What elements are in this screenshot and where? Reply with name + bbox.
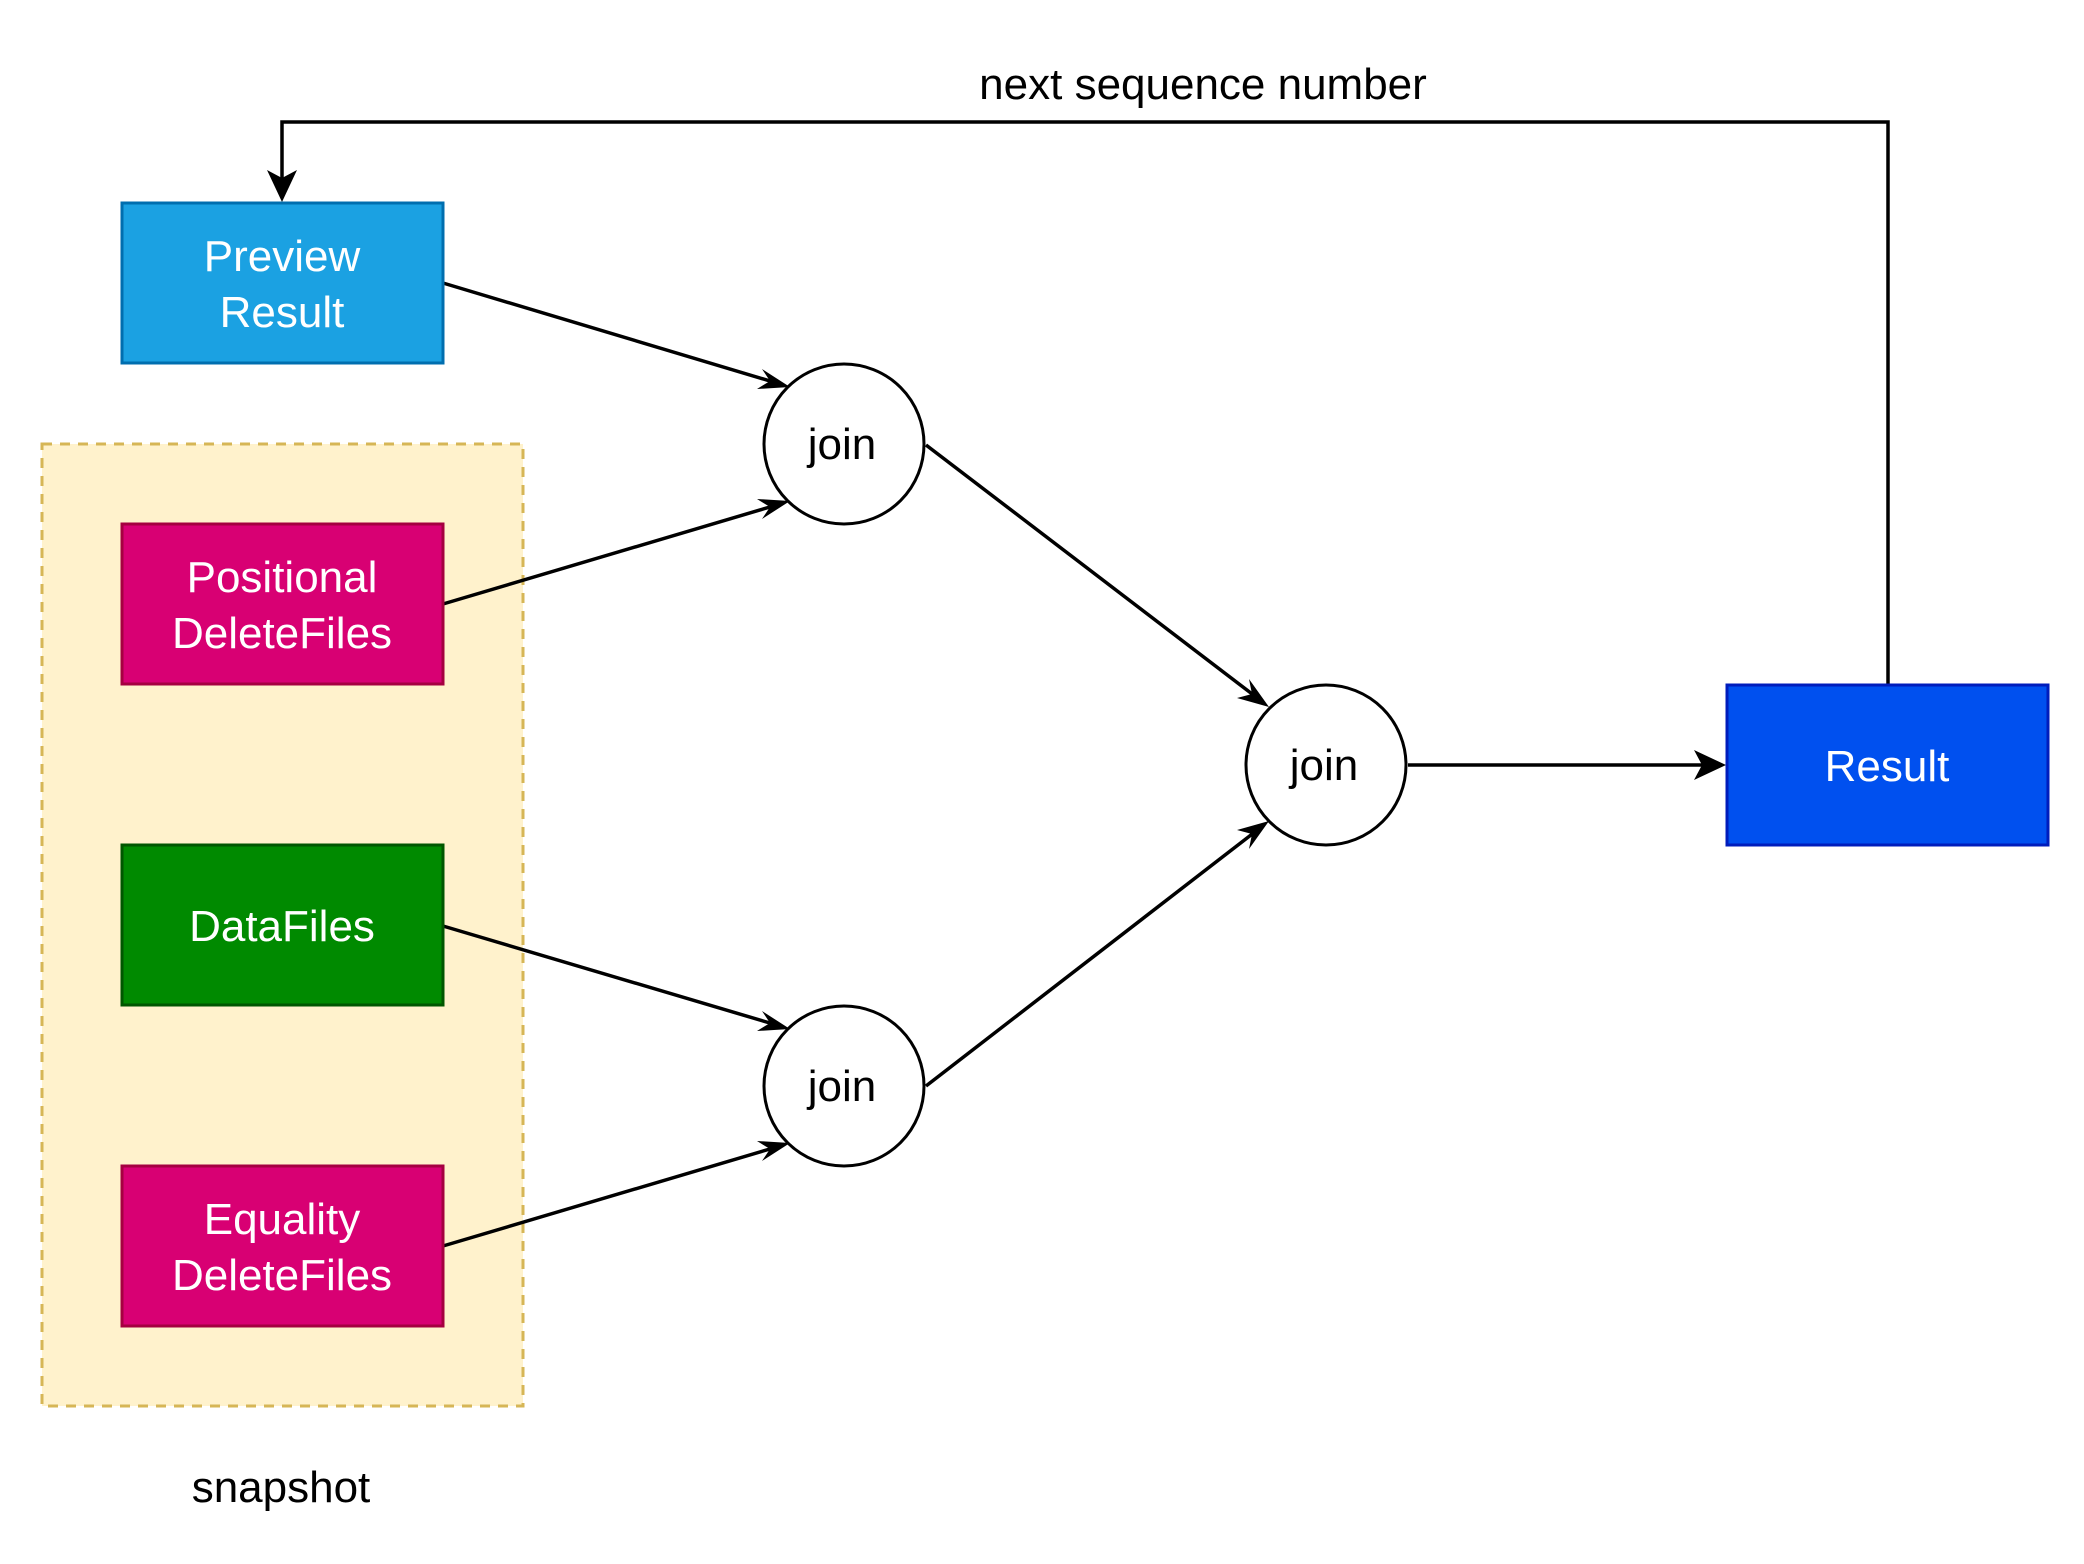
snapshot-label: snapshot [192, 1463, 371, 1512]
arrowhead-join-bottom-to-join-final [1237, 821, 1269, 849]
arrowhead-equality-to-join-bottom [757, 1141, 790, 1161]
join-top-node: join [762, 362, 926, 526]
preview-result-label-line2: Result [220, 288, 345, 337]
result-label: Result [1825, 742, 1950, 791]
edge-result-to-preview-feedback [280, 120, 1890, 685]
join-bottom-node: join [762, 1004, 926, 1168]
join-top-label: join [806, 420, 877, 469]
datafiles-label: DataFiles [189, 902, 375, 951]
edge-join-bottom-to-join-final [924, 826, 1262, 1088]
arrowhead-result-to-preview-feedback [267, 170, 297, 202]
edge-datafiles-to-join-bottom [442, 924, 781, 1028]
preview-result-node: Preview Result [120, 201, 445, 365]
arrowhead-preview-to-join-top [757, 369, 790, 389]
datafiles-node: DataFiles [120, 843, 445, 1007]
arrowhead-positional-to-join-top [757, 499, 790, 519]
equality-deletefiles-label-line2: DeleteFiles [172, 1251, 392, 1300]
join-bottom-label: join [806, 1062, 877, 1111]
equality-deletefiles-label-line1: Equality [204, 1195, 361, 1244]
equality-deletefiles-node: Equality DeleteFiles [120, 1164, 445, 1328]
result-node: Result [1725, 683, 2050, 847]
arrowhead-join-final-to-result [1694, 750, 1726, 780]
join-final-node: join [1244, 683, 1408, 847]
edge-positional-to-join-top [442, 502, 781, 606]
feedback-edge-label: next sequence number [979, 60, 1427, 109]
edge-preview-to-join-top [442, 281, 781, 386]
preview-result-label-line1: Preview [204, 232, 361, 281]
arrowhead-datafiles-to-join-bottom [757, 1011, 790, 1031]
edges [267, 120, 1890, 1248]
positional-deletefiles-label-line2: DeleteFiles [172, 609, 392, 658]
positional-deletefiles-label-line1: Positional [187, 553, 378, 602]
edge-equality-to-join-bottom [442, 1144, 781, 1248]
positional-deletefiles-node: Positional DeleteFiles [120, 522, 445, 686]
join-final-label: join [1288, 741, 1359, 790]
arrowhead-join-top-to-join-final [1237, 679, 1269, 707]
edge-join-top-to-join-final [924, 443, 1262, 702]
